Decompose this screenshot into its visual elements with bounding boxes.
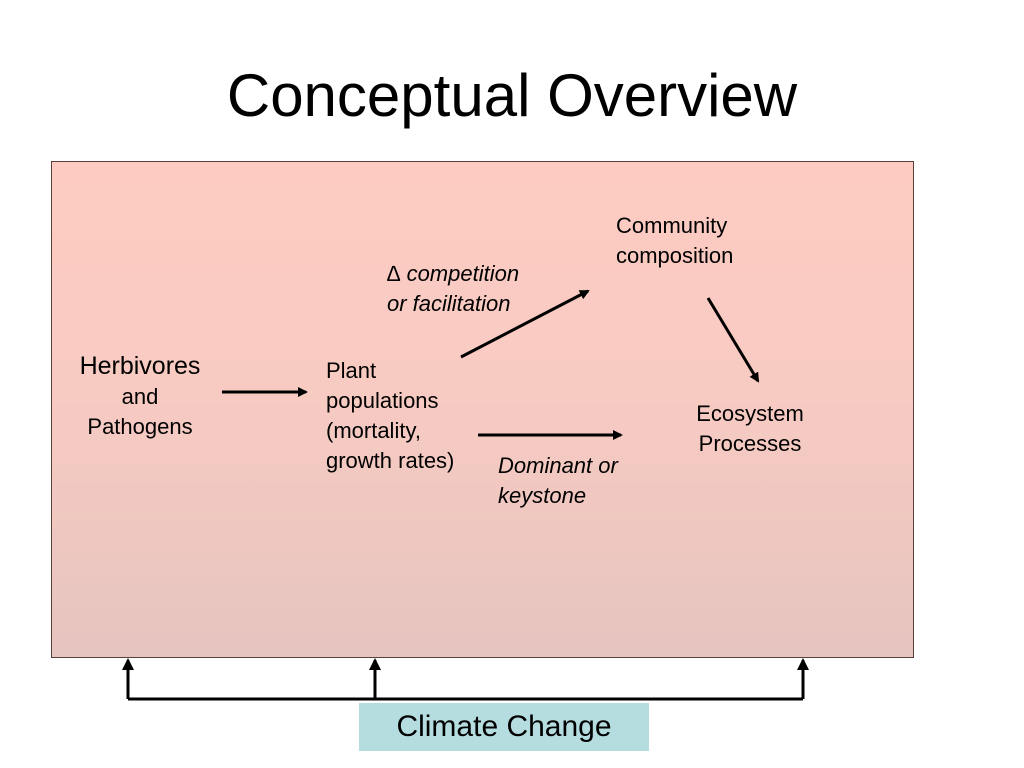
node-ecosystem-line1: Ecosystem	[696, 401, 804, 426]
edge-label-dominant: Dominant or keystone	[498, 451, 618, 511]
node-herbivores-line2: and	[121, 384, 159, 409]
node-plants-line1: Plant	[326, 358, 377, 383]
edge-label-competition-line1: ∆ competition	[387, 261, 520, 286]
node-ecosystem-processes: Ecosystem Processes	[680, 399, 820, 459]
node-plants-line4: growth rates)	[326, 448, 455, 473]
page-title: Conceptual Overview	[226, 62, 798, 129]
edge-label-dominant-line2: keystone	[498, 483, 587, 508]
node-community-line2: composition	[616, 243, 734, 268]
node-herbivores-line3: Pathogens	[87, 414, 193, 439]
diagram-panel	[51, 161, 914, 658]
node-community-composition: Community composition	[616, 211, 733, 271]
edge-label-dominant-line1: Dominant or	[498, 453, 618, 478]
edge-label-competition-line2: or facilitation	[387, 291, 511, 316]
node-plants-line3: (mortality,	[326, 418, 421, 443]
node-herbivores-pathogens: Herbivores and Pathogens	[62, 350, 218, 442]
node-ecosystem-line2: Processes	[698, 431, 802, 456]
node-plant-populations: Plant populations (mortality, growth rat…	[326, 356, 454, 476]
node-community-line1: Community	[616, 213, 728, 238]
node-plants-line2: populations	[326, 388, 439, 413]
node-herbivores-line1: Herbivores	[79, 352, 201, 380]
edge-label-competition: ∆ competition or facilitation	[387, 259, 519, 319]
climate-change-box: Climate Change	[359, 703, 649, 751]
